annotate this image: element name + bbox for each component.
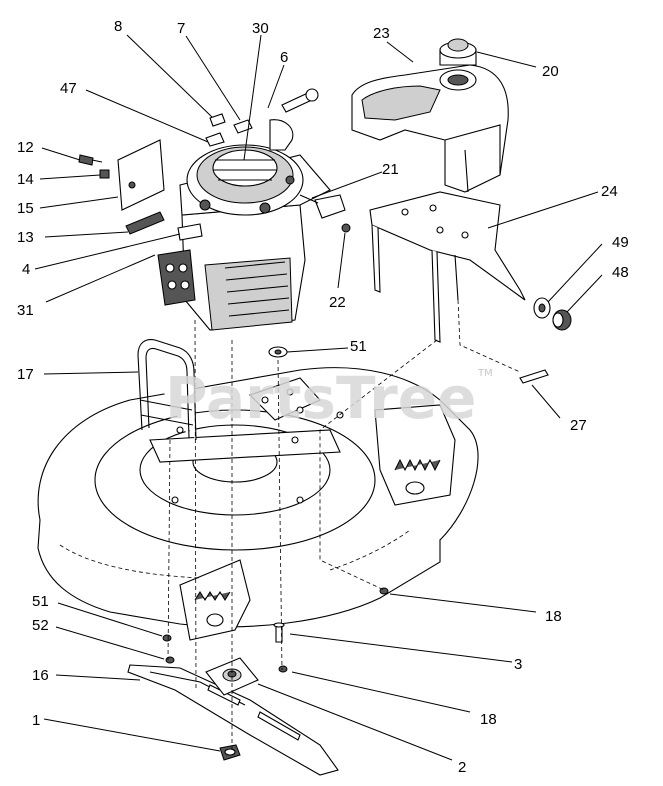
fuel-tank xyxy=(351,38,509,193)
label-1: 1 xyxy=(32,712,40,729)
label-47: 47 xyxy=(60,80,77,97)
label-21: 21 xyxy=(382,161,399,178)
label-49: 49 xyxy=(612,234,629,251)
label-18-lower: 18 xyxy=(480,711,497,728)
label-12: 12 xyxy=(17,139,34,156)
label-6: 6 xyxy=(280,49,288,66)
mower-deck xyxy=(37,367,479,641)
label-8: 8 xyxy=(114,18,122,35)
handle-bracket xyxy=(137,339,197,441)
leader-lines xyxy=(34,34,603,761)
small-parts xyxy=(78,88,351,358)
label-27: 27 xyxy=(570,417,587,434)
label-24: 24 xyxy=(601,183,618,200)
label-51: 51 xyxy=(350,338,367,355)
assembly-lines xyxy=(167,299,521,750)
label-4: 4 xyxy=(22,261,30,278)
label-30: 30 xyxy=(252,20,269,37)
label-18: 18 xyxy=(545,608,562,625)
label-16: 16 xyxy=(32,667,49,684)
svg-text:PartsTree: PartsTree xyxy=(165,364,476,432)
label-51-lower: 51 xyxy=(32,593,49,610)
label-52: 52 xyxy=(32,617,49,634)
blade-assembly xyxy=(127,587,389,776)
label-7: 7 xyxy=(177,20,185,37)
label-14: 14 xyxy=(17,171,34,188)
control-bracket xyxy=(369,191,572,384)
label-22: 22 xyxy=(329,294,346,311)
label-23: 23 xyxy=(373,25,390,42)
part-labels: 8 7 30 6 23 20 47 12 14 15 13 4 31 21 22… xyxy=(17,18,629,776)
label-31: 31 xyxy=(17,302,34,319)
svg-text:TM: TM xyxy=(477,368,493,379)
label-20: 20 xyxy=(542,63,559,80)
label-3: 3 xyxy=(514,656,522,673)
label-15: 15 xyxy=(17,200,34,217)
label-13: 13 xyxy=(17,229,34,246)
label-48: 48 xyxy=(612,264,629,281)
watermark: PartsTree TM xyxy=(165,364,493,432)
label-17: 17 xyxy=(17,366,34,383)
label-2: 2 xyxy=(458,759,466,776)
engine xyxy=(125,119,331,331)
